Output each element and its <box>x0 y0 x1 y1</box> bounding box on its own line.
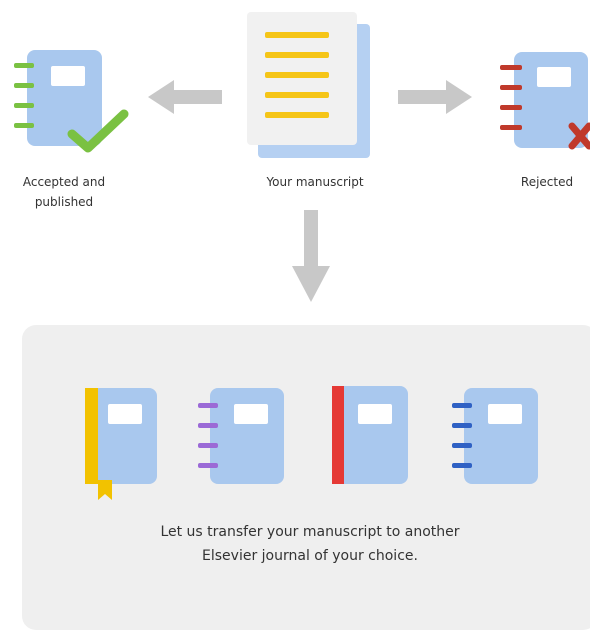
transfer-description-line1: Let us transfer your manuscript to anoth… <box>160 524 460 540</box>
arrow-right-icon <box>398 80 472 114</box>
accepted-journal-icon <box>14 50 129 153</box>
rejected-journal-icon <box>500 52 590 150</box>
transfer-description: Let us transfer your manuscript to anoth… <box>70 520 550 568</box>
rejected-label: Rejected <box>520 175 574 189</box>
manuscript-document-icon <box>247 12 370 158</box>
transfer-description-line2: Elsevier journal of your choice. <box>202 548 418 564</box>
journal-purple-icon <box>198 388 284 484</box>
journal-blue-icon <box>452 388 538 484</box>
transfer-panel <box>22 325 590 630</box>
manuscript-line <box>265 72 329 78</box>
manuscript-front-sheet <box>247 12 357 145</box>
accepted-label-line2: published <box>34 195 94 209</box>
manuscript-line <box>265 112 329 118</box>
arrow-left-icon <box>148 80 222 114</box>
journal-yellow-icon <box>85 388 157 500</box>
bookmark-icon <box>98 480 112 500</box>
cross-icon <box>568 122 590 150</box>
manuscript-line <box>265 32 329 38</box>
journal-red-icon <box>332 386 408 484</box>
check-icon <box>67 109 129 153</box>
arrow-down-icon <box>292 210 330 302</box>
manuscript-line <box>265 92 329 98</box>
manuscript-label: Your manuscript <box>266 175 364 189</box>
accepted-label-line1: Accepted and <box>22 175 106 189</box>
accepted-label: Accepted and published <box>2 172 126 212</box>
manuscript-line <box>265 52 329 58</box>
